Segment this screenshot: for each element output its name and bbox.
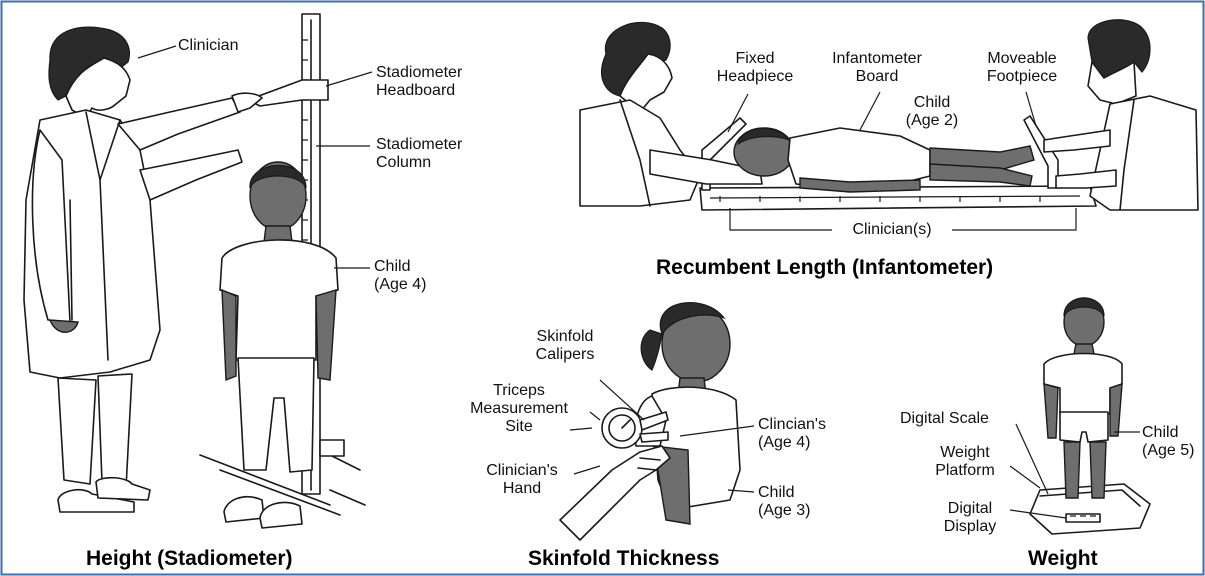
label-weight-platform: Weight Platform [920, 444, 1010, 480]
label-stadiometer-column: Stadiometer Column [376, 136, 462, 172]
title-recumbent-length: Recumbent Length (Infantometer) [656, 256, 993, 280]
label-stadiometer-headboard: Stadiometer Headboard [376, 64, 462, 100]
label-digital-display: Digital Display [930, 500, 1010, 536]
label-clinician: Clinician [178, 37, 238, 55]
label-triceps-site: Triceps Measurement Site [454, 382, 584, 436]
title-height-stadiometer: Height (Stadiometer) [86, 547, 293, 571]
label-digital-scale: Digital Scale [900, 410, 989, 428]
weight-panel [1010, 298, 1150, 534]
label-child-age3: Child (Age 3) [758, 484, 810, 520]
clinician-right-figure [1044, 20, 1198, 210]
label-skinfold-calipers: Skinfold Calipers [520, 328, 610, 364]
label-infantometer-board: Infantometer Board [812, 50, 942, 86]
title-weight: Weight [1028, 547, 1098, 571]
label-clincian-age4: Clincian's (Age 4) [758, 416, 826, 452]
label-clinicians: Clinician(s) [832, 221, 952, 239]
child-age3-figure [635, 303, 740, 524]
label-fixed-headpiece: Fixed Headpiece [700, 50, 810, 86]
label-moveable-footpiece: Moveable Footpiece [966, 50, 1078, 86]
label-child-age2: Child (Age 2) [892, 94, 972, 130]
digital-scale-shape [1030, 484, 1150, 534]
title-skinfold-thickness: Skinfold Thickness [528, 547, 719, 571]
stadiometer-panel [24, 14, 372, 528]
label-child-age5: Child (Age 5) [1142, 424, 1194, 460]
child-age2-figure [734, 128, 1034, 192]
clinician-hand-shape [560, 446, 670, 540]
label-clinician-hand: Clinician's Hand [470, 462, 574, 498]
label-child-age4: Child (Age 4) [374, 258, 426, 294]
child-age5-figure [1044, 298, 1122, 498]
